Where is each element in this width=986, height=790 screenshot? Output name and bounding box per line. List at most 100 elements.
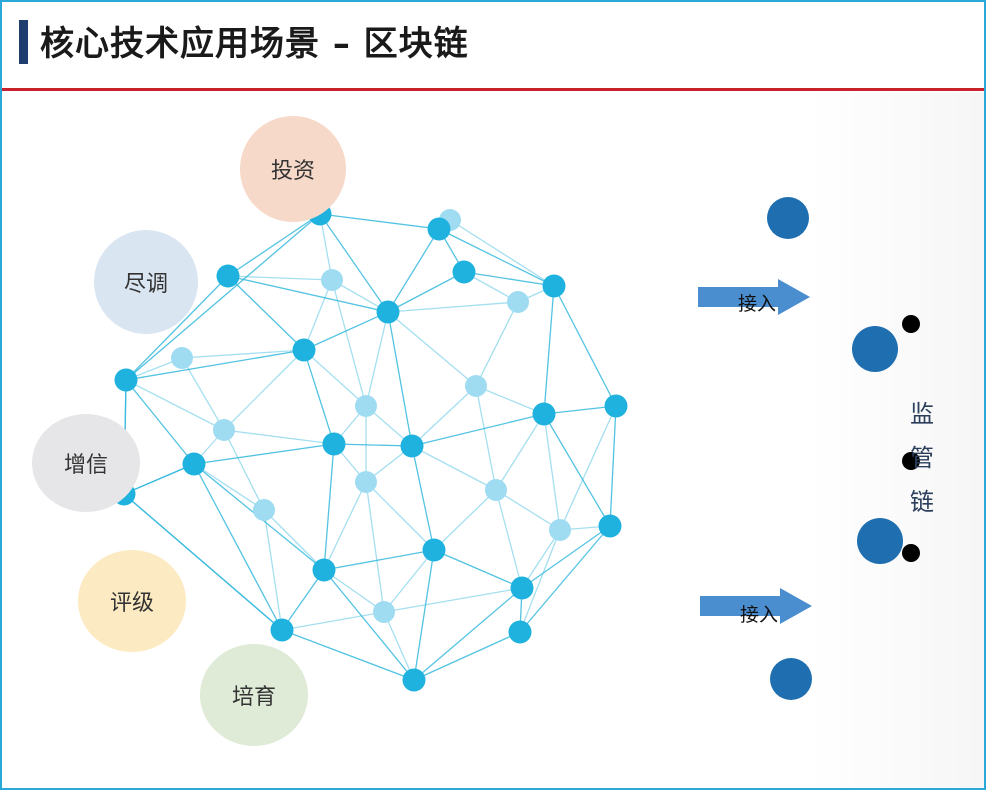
network-edge xyxy=(303,349,335,445)
network-node xyxy=(604,394,628,418)
network-edge xyxy=(365,481,385,613)
chain-node xyxy=(767,197,809,239)
scenario-incubate-bubble: 培育 xyxy=(200,644,308,746)
network-edge xyxy=(553,285,617,407)
network-edge xyxy=(365,481,435,551)
scenario-credit-enhance-label: 增信 xyxy=(63,453,108,478)
network-edge xyxy=(227,213,321,277)
network-edge xyxy=(263,509,325,571)
network-edge xyxy=(125,275,229,381)
scenario-invest-bubble: 投资 xyxy=(240,116,346,222)
network-edge xyxy=(123,463,195,495)
network-edge xyxy=(263,509,283,631)
network-node xyxy=(427,217,451,241)
network-edge xyxy=(227,275,389,313)
network-edge xyxy=(387,301,519,313)
supervision-chain-char: 管 xyxy=(910,444,934,472)
network-edge xyxy=(303,279,333,351)
network-edge xyxy=(521,529,561,589)
supervision-chain-char: 链 xyxy=(910,488,934,516)
network-edge xyxy=(495,413,545,491)
network-edge xyxy=(223,349,305,431)
network-edge xyxy=(519,525,611,633)
network-edge xyxy=(449,219,555,287)
network-edge xyxy=(319,213,389,313)
scenario-rating-label: 评级 xyxy=(109,591,154,616)
network-edge xyxy=(383,587,523,613)
network-edge xyxy=(475,385,497,491)
network-edge xyxy=(125,213,321,381)
network-edge xyxy=(125,379,225,431)
scenario-incubate-label: 培育 xyxy=(231,685,276,710)
chain-node xyxy=(857,518,903,564)
network-node xyxy=(510,576,534,600)
network-edge xyxy=(463,271,555,287)
network-node xyxy=(542,274,566,298)
network-edge xyxy=(281,611,385,631)
page-title: 核心技术应用场景 – 区块链 xyxy=(40,24,469,64)
network-node xyxy=(402,668,426,692)
network-edge xyxy=(495,489,561,531)
network-edge xyxy=(227,275,333,281)
network-node xyxy=(485,479,507,501)
network-edge xyxy=(433,549,523,589)
network-edge xyxy=(281,629,415,681)
network-edge xyxy=(433,489,497,551)
network-edge xyxy=(193,443,335,465)
network-node xyxy=(549,519,571,541)
network-edge xyxy=(475,385,545,415)
network-node xyxy=(322,432,346,456)
network-node xyxy=(312,558,336,582)
network-edge xyxy=(365,311,389,407)
network-node xyxy=(373,601,395,623)
network-node xyxy=(171,347,193,369)
diagram-area: 投资 尽调 增信 评级 培育 接入 接入 xyxy=(2,92,984,788)
network-edge xyxy=(323,569,415,681)
network-edge xyxy=(223,429,265,511)
network-edge xyxy=(519,529,561,633)
chain-link-dot xyxy=(902,315,920,333)
network-edge xyxy=(323,569,385,613)
network-edge xyxy=(411,445,497,491)
network-edge xyxy=(319,213,440,230)
network-edge xyxy=(559,405,617,531)
network-edge xyxy=(383,549,435,613)
network-edge xyxy=(411,413,545,447)
network-edge xyxy=(413,587,523,681)
network-edge xyxy=(303,311,389,351)
network-node xyxy=(400,434,424,458)
connect-arrow-top: 接入 xyxy=(698,279,813,319)
network-node xyxy=(532,402,556,426)
connect-arrow-bottom: 接入 xyxy=(700,588,815,628)
connect-label-bottom: 接入 xyxy=(740,604,779,626)
network-edge xyxy=(383,611,415,681)
network-edge xyxy=(543,405,617,415)
title-accent-bar xyxy=(19,20,28,64)
network-edge xyxy=(475,301,519,387)
network-edge xyxy=(543,413,561,531)
scenario-due-diligence-label: 尽调 xyxy=(123,272,168,297)
scenario-rating-bubble: 评级 xyxy=(78,550,186,652)
scenario-due-diligence-bubble: 尽调 xyxy=(94,230,198,334)
network-node xyxy=(216,264,240,288)
chain-link-dot xyxy=(902,452,920,470)
network-node xyxy=(507,291,529,313)
network-node xyxy=(508,620,532,644)
supervision-chain-label: 监 管 链 xyxy=(902,392,942,524)
network-edge xyxy=(387,311,477,387)
header: 核心技术应用场景 – 区块链 xyxy=(2,2,984,91)
network-edge xyxy=(413,631,521,681)
title-divider xyxy=(2,88,984,91)
network-node xyxy=(321,269,343,291)
network-edge xyxy=(609,405,617,527)
network-edge xyxy=(387,228,440,313)
network-edge xyxy=(193,463,283,631)
supervision-chain-char: 监 xyxy=(910,400,934,428)
blockchain-network xyxy=(112,202,628,692)
network-edge xyxy=(411,445,435,551)
network-edge xyxy=(543,413,611,527)
network-edge xyxy=(181,349,305,359)
network-edge xyxy=(125,379,195,465)
network-edge xyxy=(413,549,435,681)
